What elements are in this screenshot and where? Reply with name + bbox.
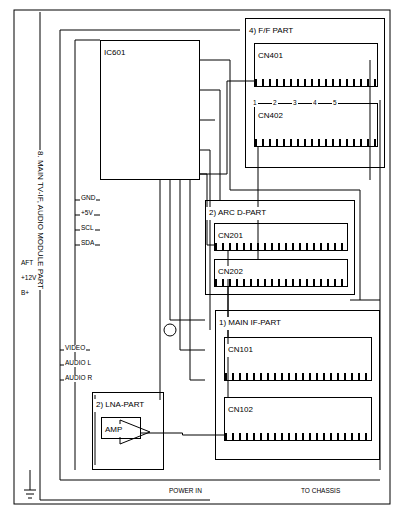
wire: [141, 433, 224, 435]
part-label: 4) F/F PART: [246, 25, 296, 38]
part-label: AMP: [102, 424, 125, 437]
sheet-frame: [14, 10, 390, 504]
bus-wires: [40, 30, 380, 500]
signal-wires: [60, 200, 100, 380]
pin-number: 3: [292, 100, 298, 107]
signal-name: AUDIO R: [64, 375, 93, 382]
connector-block: CN401: [254, 43, 378, 87]
signal-name: AUDIO L: [64, 360, 92, 367]
signal-name: GND: [80, 195, 96, 202]
part-label: CN101: [225, 344, 256, 357]
connector-block: CN102: [224, 397, 372, 441]
part-label: 1) MAIN IF-PART: [216, 317, 284, 330]
connector-block: CN101: [224, 337, 372, 381]
part-label: CN202: [215, 266, 246, 279]
pin-number: 4: [312, 100, 318, 107]
signal-name: B+: [20, 290, 30, 297]
signal-name: +12V: [20, 275, 37, 282]
module-box: IC601: [100, 40, 200, 180]
signal-wires: [160, 180, 205, 400]
signal-name: POWER IN: [168, 488, 203, 495]
pin-number: 1: [252, 100, 258, 107]
pin-number: 2: [272, 100, 278, 107]
part-label: CN201: [215, 230, 246, 243]
signal-name: VIDEO: [64, 345, 86, 352]
connector-symbol: [164, 324, 176, 336]
module-box: 2) ARC D-PART CN201CN202: [205, 200, 355, 295]
connector-block: CN402: [254, 103, 378, 147]
part-label: CN402: [255, 110, 286, 123]
signal-name: SDA: [80, 240, 95, 247]
part-label: IC601: [101, 47, 128, 60]
connector-block: AMP: [101, 417, 141, 439]
module-box: 1) MAIN IF-PART CN101CN102: [215, 310, 380, 460]
part-label: 2) ARC D-PART: [206, 207, 269, 220]
signal-name: TO CHASSIS: [300, 488, 341, 495]
module-box: 2) LNA-PART AMP: [92, 392, 164, 470]
signal-wires: [200, 60, 360, 330]
module-box: 4) F/F PART CN401CN402: [245, 18, 385, 168]
signal-name: AFT: [20, 260, 34, 267]
pin-number: 5: [332, 100, 338, 107]
part-label: 2) LNA-PART: [93, 399, 147, 412]
signal-name: +5V: [80, 210, 94, 217]
connector-block: CN202: [214, 259, 348, 287]
connector-block: CN201: [214, 223, 348, 251]
signal-name: 8. MAIN TV-IF, AUDIO MODULE PART: [36, 150, 44, 290]
part-label: CN102: [225, 404, 256, 417]
part-label: CN401: [255, 50, 286, 63]
signal-name: SCL: [80, 225, 95, 232]
ground-symbol: [24, 470, 36, 498]
bus-wires: [40, 12, 75, 500]
